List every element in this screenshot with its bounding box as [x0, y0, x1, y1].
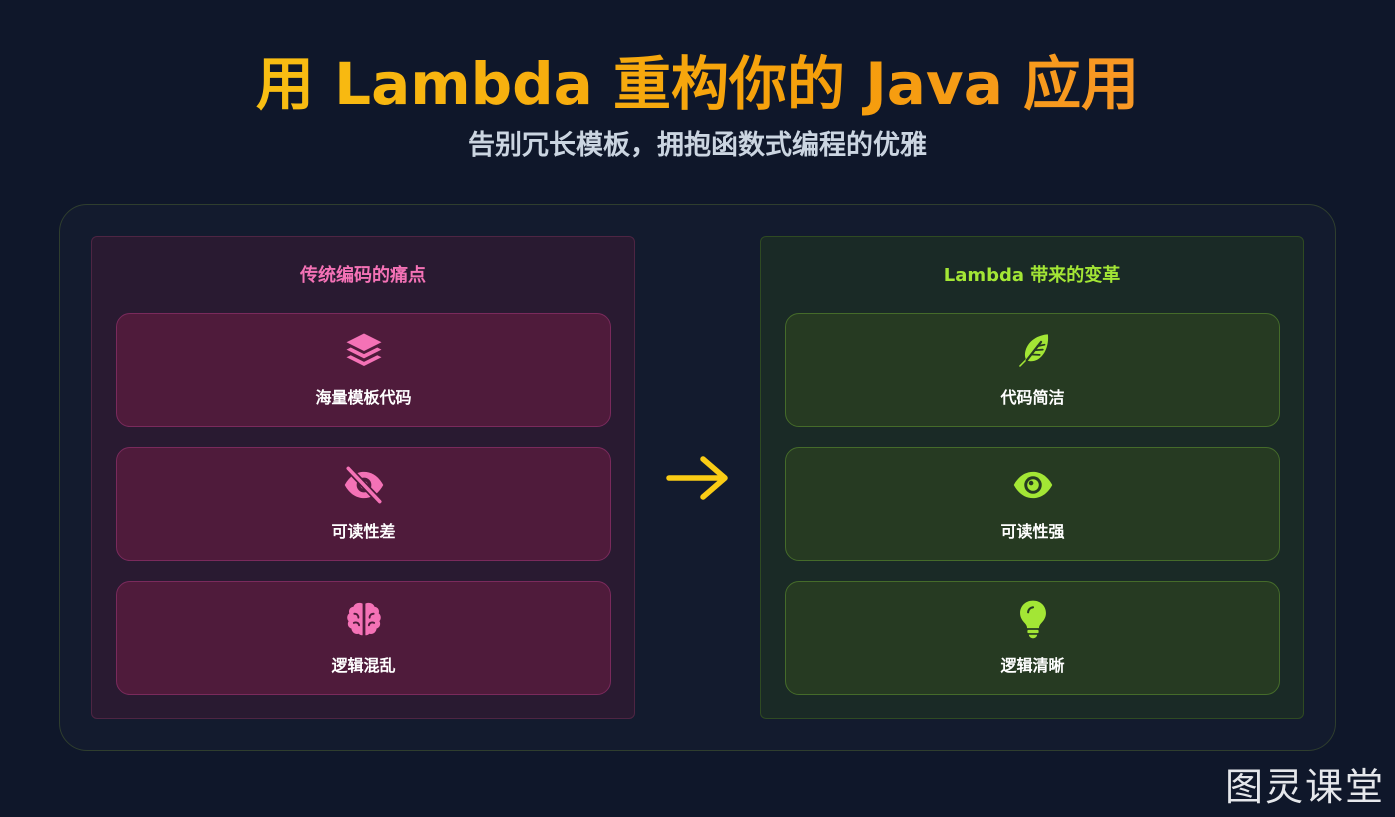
layers-icon — [342, 329, 386, 373]
lambda-benefits-column: Lambda 带来的变革 代码简洁 可读性强 — [760, 236, 1304, 719]
feather-icon — [1011, 329, 1055, 373]
pain-card-label: 逻辑混乱 — [331, 656, 396, 675]
lightbulb-icon — [1011, 597, 1055, 641]
gain-card-readability: 可读性强 — [785, 447, 1280, 561]
pain-card-logic: 逻辑混乱 — [116, 581, 611, 695]
gain-card-concise: 代码简洁 — [785, 313, 1280, 427]
gain-card-label: 代码简洁 — [1000, 388, 1065, 407]
watermark: 图灵课堂 — [1224, 765, 1385, 809]
pain-points-title: 传统编码的痛点 — [300, 265, 426, 286]
pain-card-label: 可读性差 — [331, 522, 396, 541]
pain-card-label: 海量模板代码 — [315, 388, 412, 407]
gain-card-label: 可读性强 — [1000, 522, 1065, 541]
gain-card-label: 逻辑清晰 — [1000, 656, 1065, 675]
brain-icon — [342, 597, 386, 641]
eye-slash-icon — [342, 463, 386, 507]
page-title: 用 Lambda 重构你的 Java 应用 — [0, 48, 1395, 120]
eye-icon — [1011, 463, 1055, 507]
pain-card-readability: 可读性差 — [116, 447, 611, 561]
lambda-benefits-title: Lambda 带来的变革 — [943, 265, 1121, 286]
pain-card-boilerplate: 海量模板代码 — [116, 313, 611, 427]
arrow-right-icon — [666, 456, 728, 500]
gain-card-logic: 逻辑清晰 — [785, 581, 1280, 695]
pain-points-column: 传统编码的痛点 海量模板代码 可读性差 — [91, 236, 635, 719]
page-subtitle: 告别冗长模板，拥抱函数式编程的优雅 — [468, 130, 927, 161]
